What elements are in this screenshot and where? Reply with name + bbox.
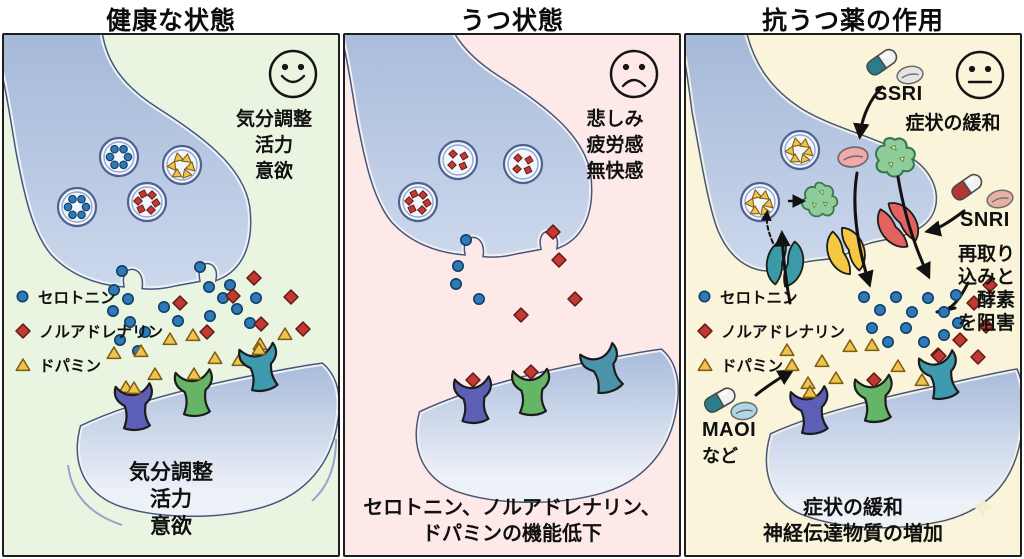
ssri-label: SSRI (874, 83, 923, 105)
vesicle-dopamine (163, 146, 201, 184)
legend-serotonin-label: セロトニン (720, 289, 798, 307)
legend-dopamine: ドパミン (696, 353, 845, 376)
sparkle-icon (971, 495, 995, 519)
serotonin-icon (16, 290, 29, 303)
legend-noradrenaline: ノルアドレナリン (14, 319, 163, 342)
depressed-synapse-art (345, 35, 679, 555)
healthy-caption: 気分調整 活力 意欲 (129, 461, 213, 538)
dopamine-icon (697, 357, 713, 371)
legend-noradrenaline: ノルアドレナリン (696, 319, 845, 342)
panel-medicated: 抗うつ薬の作用 (684, 0, 1022, 559)
legend-dopamine-label: ドパミン (39, 357, 102, 375)
ssri-pills (863, 45, 926, 87)
maoi-arrow (754, 369, 795, 397)
vesicle-serotonin (100, 138, 138, 176)
legend-dopamine-label: ドパミン (721, 357, 784, 375)
snri-arrow (924, 209, 966, 237)
noradrenaline-icon (697, 322, 713, 339)
ssri-arrow (853, 85, 884, 140)
medicated-caption: 症状の緩和 神経伝達物質の増加 (763, 497, 943, 545)
vesicle-noradrenaline (128, 183, 166, 221)
panel-depressed-box: 悲しみ 疲労感 無快感 セロトニン、ノルアドレナリン、 ドパミンの機能低下 (343, 33, 681, 557)
depressed-caption: セロトニン、ノルアドレナリン、 ドパミンの機能低下 (363, 497, 661, 545)
maoi-label: MAOI など (702, 419, 757, 466)
legend-serotonin: セロトニン (696, 285, 845, 308)
neutral-face-icon (955, 50, 1005, 100)
legend-serotonin-label: セロトニン (38, 289, 116, 307)
legend: セロトニン ノルアドレナリン ドパミン (14, 285, 163, 387)
noradrenaline-icon (15, 322, 31, 339)
dopamine-icon (15, 357, 31, 371)
legend-noradrenaline-label: ノルアドレナリン (39, 323, 164, 341)
depressed-mood-text: 悲しみ 疲労感 無快感 (586, 109, 644, 182)
legend-dopamine: ドパミン (14, 353, 163, 376)
snri-pills (948, 170, 1016, 211)
postsynaptic-neuron (768, 371, 1020, 526)
medicated-synapse-art (686, 35, 1020, 555)
panel-depressed-title: うつ状態 (459, 7, 564, 35)
healthy-synapse-art (4, 35, 338, 526)
vesicle-serotonin (58, 188, 96, 226)
vesicle-dopamine (741, 183, 779, 221)
healthy-mood-text: 気分調整 活力 意欲 (235, 109, 312, 182)
reuptake-blocked-arrow (774, 230, 792, 305)
happy-face-icon (268, 49, 318, 99)
medicated-mood-text: 症状の緩和 (905, 113, 1001, 134)
reuptake-inhibition-text: 再取り 込みと 酵素 を阻害 (957, 244, 1015, 334)
serotonin-icon (698, 290, 711, 303)
vesicle-noradrenaline (399, 183, 437, 221)
legend-noradrenaline-label: ノルアドレナリン (721, 323, 846, 341)
vesicle-dopamine (781, 131, 819, 169)
panel-healthy-box: 気分調整 活力 意欲 セロトニン ノルアドレナリン ドパミン (2, 33, 340, 557)
legend-serotonin: セロトニン (14, 285, 163, 308)
vesicle-noradrenaline (504, 145, 542, 183)
panel-medicated-title: 抗うつ薬の作用 (761, 7, 944, 35)
panel-medicated-box: 症状の緩和 SSRI SNRI MAOI など 再取り 込みと 酵素 を阻害 セ… (684, 33, 1022, 557)
panel-healthy: 健康な状態 (2, 0, 340, 559)
panel-depressed: うつ状態 (343, 0, 681, 559)
vesicle-noradrenaline (439, 141, 477, 179)
maoi-pills (701, 384, 759, 422)
snri-label: SNRI (960, 209, 1010, 231)
sad-face-icon (609, 49, 659, 99)
panel-healthy-title: 健康な状態 (105, 7, 236, 35)
serotonin-molecules (857, 288, 965, 349)
postsynaptic-neuron (67, 365, 338, 526)
legend: セロトニン ノルアドレナリン ドパミン (696, 285, 845, 387)
